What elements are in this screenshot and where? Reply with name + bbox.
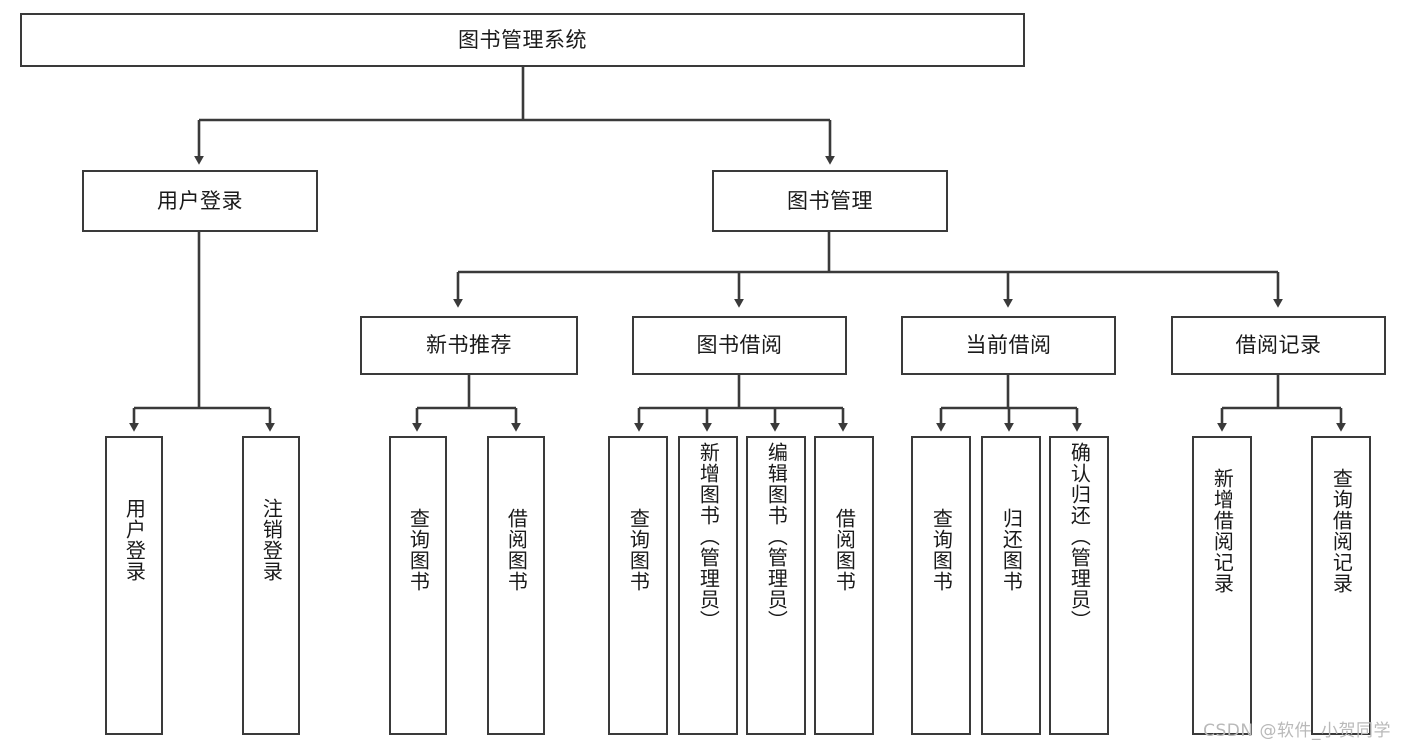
node-leaf-query-book-3-label: 查询图书 (929, 508, 954, 592)
node-leaf-query-record-label: 查询借阅记录 (1329, 468, 1354, 594)
node-leaf-add-record-label: 新增借阅记录 (1210, 468, 1235, 594)
node-user-login[interactable]: 用户登录 (82, 170, 318, 232)
node-leaf-borrow-book-1-label: 借阅图书 (504, 508, 529, 592)
watermark: CSDN @软件_小贺同学 (1203, 721, 1391, 741)
node-new-book-rec-label: 新书推荐 (426, 333, 512, 358)
node-leaf-edit-book-label: 编辑图书（管理员） (764, 442, 789, 631)
node-leaf-add-book[interactable]: 新增图书（管理员） (678, 436, 738, 735)
node-root[interactable]: 图书管理系统 (20, 13, 1025, 67)
node-leaf-query-book-1[interactable]: 查询图书 (389, 436, 447, 735)
node-current-borrow-label: 当前借阅 (965, 333, 1052, 358)
node-leaf-query-book-1-label: 查询图书 (406, 508, 431, 592)
node-leaf-borrow-book-2-label: 借阅图书 (832, 508, 857, 592)
node-new-book-rec[interactable]: 新书推荐 (360, 316, 578, 375)
node-leaf-edit-book[interactable]: 编辑图书（管理员） (746, 436, 806, 735)
node-book-manage-label: 图书管理 (787, 188, 873, 213)
node-book-manage[interactable]: 图书管理 (712, 170, 948, 232)
node-root-label: 图书管理系统 (458, 27, 587, 52)
node-borrow-record[interactable]: 借阅记录 (1171, 316, 1386, 375)
node-leaf-user-login-label: 用户登录 (122, 498, 147, 582)
node-user-login-label: 用户登录 (157, 188, 243, 213)
node-leaf-query-record[interactable]: 查询借阅记录 (1311, 436, 1371, 735)
node-leaf-user-login[interactable]: 用户登录 (105, 436, 163, 735)
node-leaf-query-book-2-label: 查询图书 (626, 508, 651, 592)
node-borrow-record-label: 借阅记录 (1235, 333, 1322, 358)
node-leaf-user-logout[interactable]: 注销登录 (242, 436, 300, 735)
node-book-borrow-label: 图书借阅 (696, 333, 783, 358)
node-leaf-borrow-book-1[interactable]: 借阅图书 (487, 436, 545, 735)
node-current-borrow[interactable]: 当前借阅 (901, 316, 1116, 375)
node-leaf-query-book-3[interactable]: 查询图书 (911, 436, 971, 735)
node-leaf-user-logout-label: 注销登录 (259, 498, 284, 582)
node-leaf-return-book-label: 归还图书 (999, 508, 1024, 592)
node-leaf-return-book[interactable]: 归还图书 (981, 436, 1041, 735)
node-leaf-add-record[interactable]: 新增借阅记录 (1192, 436, 1252, 735)
node-leaf-query-book-2[interactable]: 查询图书 (608, 436, 668, 735)
node-book-borrow[interactable]: 图书借阅 (632, 316, 847, 375)
node-leaf-add-book-label: 新增图书（管理员） (696, 442, 721, 631)
node-leaf-borrow-book-2[interactable]: 借阅图书 (814, 436, 874, 735)
node-leaf-confirm-return-label: 确认归还（管理员） (1067, 442, 1092, 631)
node-leaf-confirm-return[interactable]: 确认归还（管理员） (1049, 436, 1109, 735)
